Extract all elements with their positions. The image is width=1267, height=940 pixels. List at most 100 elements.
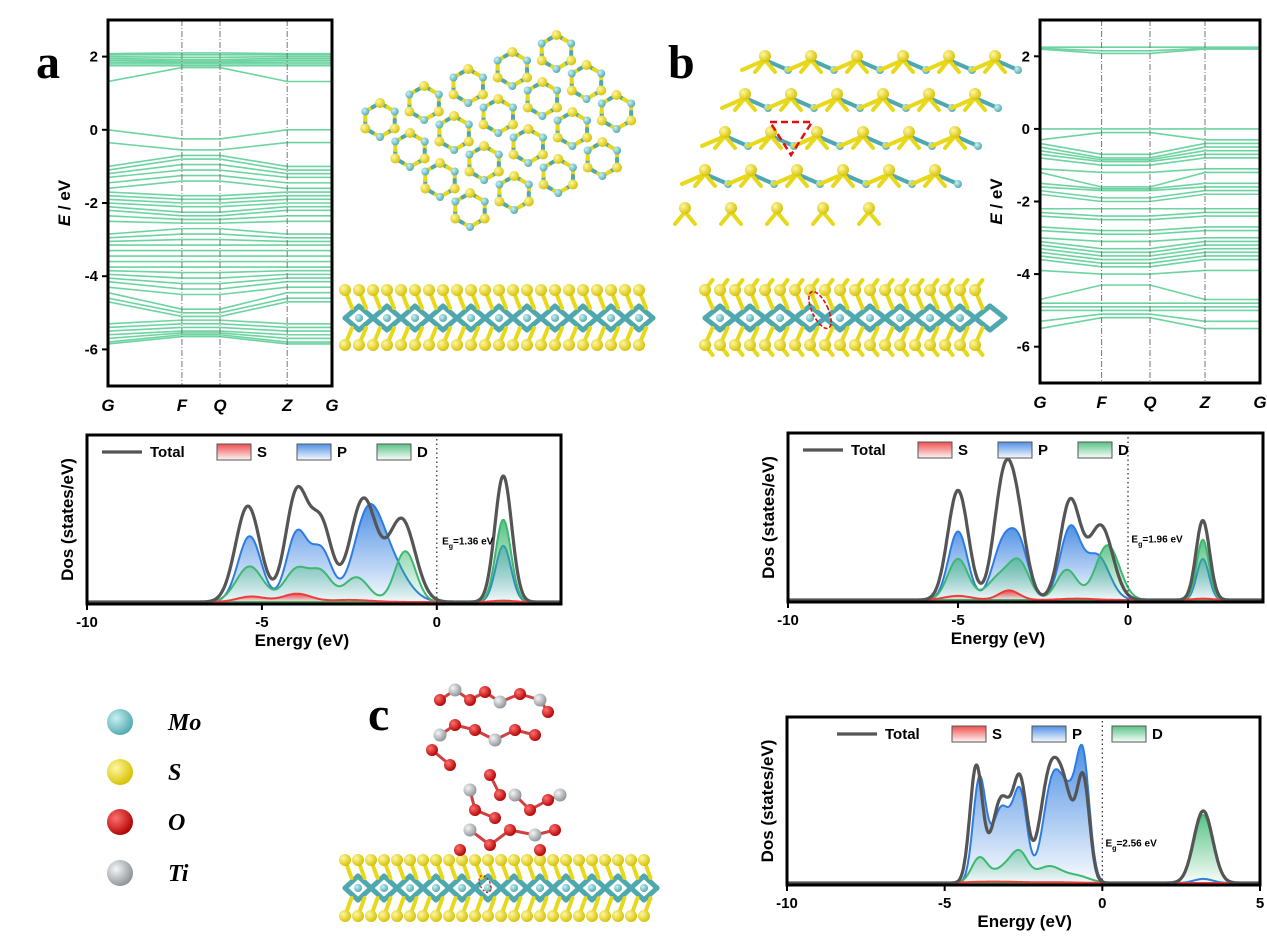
s-atom (478, 119, 489, 130)
o-atom (542, 706, 554, 718)
s-atom-swatch (107, 759, 133, 785)
s-atom (493, 339, 505, 351)
s-atom (464, 166, 475, 177)
s-atom (534, 854, 546, 866)
o-atom (426, 744, 438, 756)
s-atom (599, 910, 611, 922)
s-atom (493, 166, 504, 177)
mo-atom (597, 69, 606, 78)
s-atom (949, 126, 961, 138)
x-tick-label: 0 (1098, 895, 1106, 912)
mo-mo-bond (641, 885, 660, 903)
valence-band (108, 202, 332, 208)
mo-atom (435, 120, 444, 129)
element-legend: Mo S O Ti (107, 709, 201, 887)
mo-atom (627, 99, 636, 108)
s-bond (871, 96, 885, 112)
o-atom (479, 686, 491, 698)
s-atom (507, 47, 518, 57)
mo-atom (640, 884, 648, 892)
mo-atom (613, 146, 622, 155)
valence-band (108, 301, 332, 318)
s-bond (933, 172, 947, 188)
mo-mo-bond (566, 315, 586, 333)
s-atom (547, 910, 559, 922)
mo-mo-bond (807, 303, 828, 321)
valence-band (108, 286, 332, 296)
mo-mo-bond (368, 885, 387, 903)
mo-mo-bond (446, 873, 465, 891)
s-atom (834, 339, 846, 351)
s-atom (591, 339, 603, 351)
legend-swatch-p (1031, 725, 1067, 743)
mo-mo-bond (524, 303, 544, 321)
y-axis-label-unit: / eV (987, 178, 1006, 214)
s-atom (456, 910, 468, 922)
x-tick-label: -5 (951, 612, 964, 629)
mo-mo-bond (440, 303, 460, 321)
mo-mo-bond (702, 303, 723, 321)
s-atom (448, 89, 459, 100)
s-atom (699, 164, 711, 176)
s-atom (989, 50, 1001, 62)
s-atom (586, 910, 598, 922)
mo-atom (376, 133, 384, 141)
s-atom (450, 213, 461, 224)
legend-swatch-d (1111, 725, 1147, 743)
s-atom (785, 88, 797, 100)
valence-band (108, 322, 332, 329)
s-atom (339, 910, 351, 922)
y-axis-label: E / eV (987, 178, 1006, 225)
mo-label: Mo (167, 710, 201, 736)
dos-line-total (785, 755, 1262, 885)
s-atom (409, 284, 421, 296)
s-atom (954, 339, 966, 351)
mo-mo-bond (602, 873, 621, 891)
mo-mo-bond (628, 873, 647, 891)
y-tick-label: 0 (90, 122, 98, 139)
s-atom (581, 60, 592, 70)
s-bond (811, 210, 825, 226)
mo-atom (896, 314, 904, 322)
s-bond (857, 210, 871, 226)
mo-mo-bond (987, 303, 1008, 321)
mo-atom (465, 150, 474, 159)
s-bond (759, 134, 773, 150)
mo-atom (568, 142, 577, 150)
mo-mo-bond (454, 303, 474, 321)
eg-value: =1.96 eV (1142, 534, 1183, 545)
s-atom (744, 284, 756, 296)
dos-area-d (87, 519, 561, 602)
legend-label-s: S (992, 726, 1002, 743)
s-bond (769, 134, 783, 150)
legend-label-total: Total (851, 442, 886, 459)
s-bond (917, 96, 931, 112)
s-atom (714, 339, 726, 351)
mo-atom (480, 197, 489, 206)
o-atom (484, 839, 496, 851)
eg-value: =2.56 eV (1116, 838, 1157, 849)
o-atom (504, 824, 516, 836)
plot-frame (785, 715, 1262, 887)
ti-atom (488, 733, 502, 747)
y-axis-label-unit: / eV (55, 179, 74, 215)
s-bond (831, 172, 845, 188)
mo-mo-bond (777, 315, 798, 333)
legend-swatch-p (997, 441, 1033, 459)
mo-atom (524, 180, 533, 189)
s-atom (849, 339, 861, 351)
mo-mo-bond (566, 303, 586, 321)
mo-mo-bond (384, 303, 404, 321)
o-atom (469, 804, 481, 816)
s-atom (417, 854, 429, 866)
s-atom (789, 339, 801, 351)
mo-mo-bond (510, 315, 530, 333)
mo-mo-bond (426, 315, 446, 333)
legend-label-d: D (1118, 442, 1129, 459)
mo-atom-swatch (107, 709, 133, 735)
mo-mo-bond (912, 303, 933, 321)
mo-mo-bond (594, 315, 614, 333)
valence-band (108, 227, 332, 235)
